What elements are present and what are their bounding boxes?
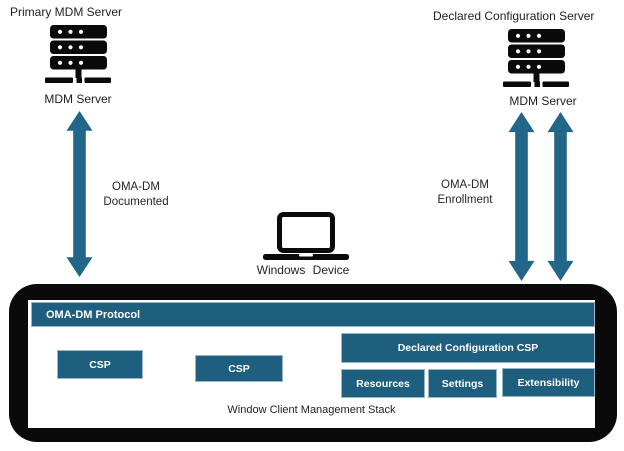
settings-box: Settings [428,369,497,398]
oma-dm-protocol-bar: OMA-DM Protocol [31,302,595,327]
oma-dm-enrollment-line1: OMA-DM [441,179,489,191]
csp-box-middle: CSP [195,355,283,382]
csp-box-left: CSP [57,350,143,379]
declared-configuration-csp-box: Declared Configuration CSP [341,333,595,363]
extensibility-box: Extensibility [502,368,595,397]
oma-dm-documented-line1: OMA-DM [112,181,160,193]
oma-dm-documented-line2: Documented [103,196,169,208]
left-mdm-server-caption: MDM Server [44,92,112,106]
declared-config-server-title: Declared Configuration Server [433,9,595,23]
primary-server-title: Primary MDM Server [10,5,123,19]
server-icon [45,25,111,83]
double-arrow-icon [547,112,574,281]
laptop-icon [263,212,349,260]
management-stack-inner: OMA-DM Protocol CSP CSP Declared Configu… [28,300,595,428]
oma-dm-enrollment-line2: Enrollment [437,194,493,206]
double-arrow-icon [66,111,93,277]
resources-box: Resources [341,369,425,398]
stack-caption: Window Client Management Stack [227,404,396,416]
server-icon [503,29,569,87]
management-stack-outline: OMA-DM Protocol CSP CSP Declared Configu… [9,284,617,442]
double-arrow-icon [508,112,535,281]
right-mdm-server-caption: MDM Server [509,94,577,108]
oma-dm-enrollment-label: OMA-DM Enrollment [415,178,515,208]
windows-device-caption: Windows Device [256,263,350,277]
oma-dm-documented-label: OMA-DM Documented [86,180,186,210]
